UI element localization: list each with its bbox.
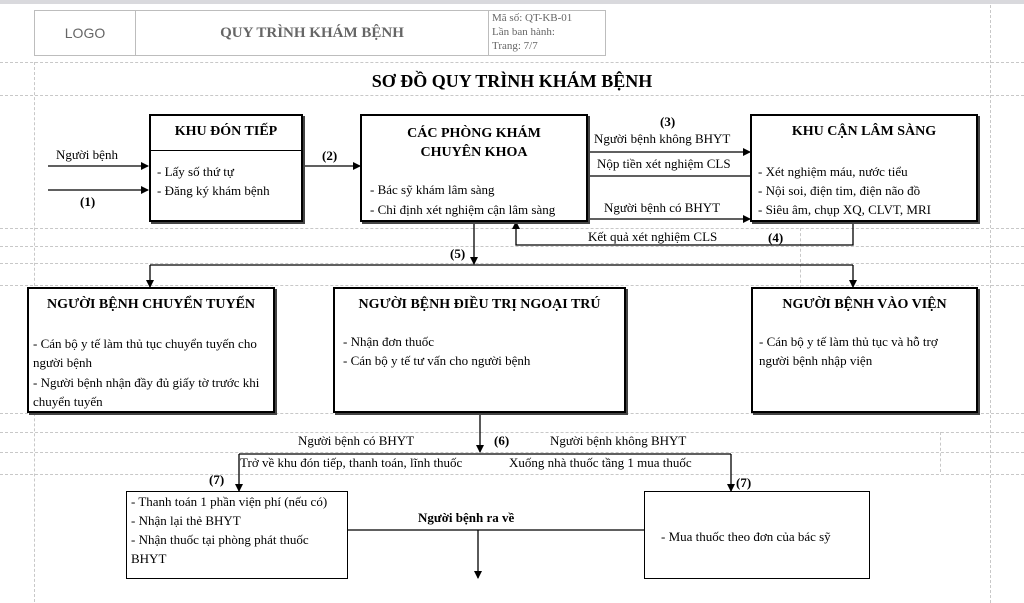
logo-cell: LOGO bbox=[34, 10, 136, 56]
box-chuyen-tuyen: NGƯỜI BỆNH CHUYỂN TUYẾN - Cán bộ y tế là… bbox=[27, 287, 275, 413]
label-nguoi-benh: Người bệnh bbox=[56, 147, 118, 162]
label-step6: (6) bbox=[494, 433, 510, 448]
box-vao-vien: NGƯỜI BỆNH VÀO VIỆN - Cán bộ y tế làm th… bbox=[751, 287, 978, 413]
box-title: NGƯỜI BỆNH CHUYỂN TUYẾN bbox=[46, 297, 256, 312]
box-mua-thuoc: - Mua thuốc theo đơn của bác sỹ bbox=[644, 491, 870, 579]
label-tro-ve: Trở về khu đón tiếp, thanh toán, lĩnh th… bbox=[240, 455, 463, 470]
list-item: - Người bệnh nhận đầy đủ giấy tờ trước k… bbox=[33, 375, 260, 409]
box-title: CÁC PHÒNG KHÁM CHUYÊN KHOA bbox=[407, 126, 541, 160]
box-khu-can-lam-sang: KHU CẬN LÂM SÀNG - Xét nghiệm máu, nước … bbox=[750, 114, 978, 222]
list-item: - Đăng ký khám bệnh bbox=[157, 183, 270, 198]
list-item: - Chỉ định xét nghiệm cận lâm sàng bbox=[370, 202, 556, 217]
label-step5: (5) bbox=[450, 246, 466, 261]
label-co-bhyt-bottom: Người bệnh có BHYT bbox=[298, 433, 415, 448]
list-item: - Thanh toán 1 phần viện phí (nếu có) bbox=[131, 494, 328, 509]
label-xuong-nha-thuoc: Xuống nhà thuốc tầng 1 mua thuốc bbox=[509, 455, 692, 470]
doc-title-cell: QUY TRÌNH KHÁM BỆNH bbox=[135, 10, 489, 56]
list-item: - Lấy số thứ tự bbox=[157, 164, 234, 179]
label-khong-bhyt-bottom: Người bệnh không BHYT bbox=[550, 433, 687, 448]
list-item: - Nhận thuốc tại phòng phát thuốc BHYT bbox=[131, 532, 309, 566]
label-step7-left: (7) bbox=[209, 472, 225, 487]
title-divider bbox=[151, 150, 301, 151]
arrow-ket-qua bbox=[512, 221, 854, 246]
diagram-title: SƠ ĐỒ QUY TRÌNH KHÁM BỆNH bbox=[371, 71, 653, 91]
box-khu-don-tiep: KHU ĐÓN TIẾP - Lấy số thứ tự - Đăng ký k… bbox=[149, 114, 303, 222]
meta-issue: Lần ban hành: bbox=[492, 26, 555, 38]
list-item: - Cán bộ y tế làm thủ tục và hỗ trợ ngườ… bbox=[759, 334, 938, 368]
label-nop-tien: Nộp tiền xét nghiệm CLS bbox=[597, 156, 731, 171]
box-title: NGƯỜI BỆNH ĐIỀU TRỊ NGOẠI TRÚ bbox=[358, 297, 601, 312]
box-title: KHU CẬN LÂM SÀNG bbox=[791, 124, 937, 139]
top-bar bbox=[0, 0, 1024, 4]
list-item: - Nhận lại thẻ BHYT bbox=[131, 513, 241, 528]
label-ket-qua: Kết quả xét nghiệm CLS bbox=[588, 229, 718, 244]
list-item: - Mua thuốc theo đơn của bác sỹ bbox=[661, 529, 831, 544]
document-header: LOGO QUY TRÌNH KHÁM BỆNH Mã số: QT-KB-01… bbox=[34, 10, 606, 56]
list-item: - Cán bộ y tế tư vấn cho người bệnh bbox=[343, 353, 531, 368]
list-item: - Nhận đơn thuốc bbox=[343, 334, 434, 349]
list-item: - Cán bộ y tế làm thủ tục chuyển tuyến c… bbox=[33, 336, 257, 370]
box-title: NGƯỜI BỆNH VÀO VIỆN bbox=[782, 297, 947, 312]
list-item: - Bác sỹ khám lâm sàng bbox=[370, 182, 495, 197]
label-ra-ve: Người bệnh ra về bbox=[418, 510, 515, 525]
list-item: - Xét nghiệm máu, nước tiểu bbox=[758, 164, 908, 179]
box-thanh-toan: - Thanh toán 1 phần viện phí (nếu có) - … bbox=[126, 491, 348, 579]
label-khong-bhyt-top: Người bệnh không BHYT bbox=[594, 131, 731, 146]
box-cac-phong-kham: CÁC PHÒNG KHÁM CHUYÊN KHOA - Bác sỹ khám… bbox=[360, 114, 588, 222]
meta-cell: Mã số: QT-KB-01 Lần ban hành: Trang: 7/7 bbox=[488, 10, 606, 56]
box-ngoai-tru: NGƯỜI BỆNH ĐIỀU TRỊ NGOẠI TRÚ - Nhận đơn… bbox=[333, 287, 626, 413]
logo-text: LOGO bbox=[64, 25, 106, 41]
meta-page: Trang: 7/7 bbox=[492, 40, 538, 52]
doc-title: QUY TRÌNH KHÁM BỆNH bbox=[220, 25, 404, 41]
label-step1: (1) bbox=[80, 194, 96, 209]
box-title: KHU ĐÓN TIẾP bbox=[174, 124, 278, 139]
meta-code: Mã số: QT-KB-01 bbox=[492, 12, 573, 24]
label-co-bhyt-top: Người bệnh có BHYT bbox=[604, 200, 721, 215]
label-step3: (3) bbox=[660, 114, 676, 129]
label-step2: (2) bbox=[322, 148, 338, 163]
list-item: - Siêu âm, chụp XQ, CLVT, MRI bbox=[758, 202, 931, 217]
label-step4: (4) bbox=[768, 230, 784, 245]
list-item: - Nội soi, điện tim, điện não đồ bbox=[758, 183, 921, 198]
label-step7-right: (7) bbox=[736, 475, 752, 490]
